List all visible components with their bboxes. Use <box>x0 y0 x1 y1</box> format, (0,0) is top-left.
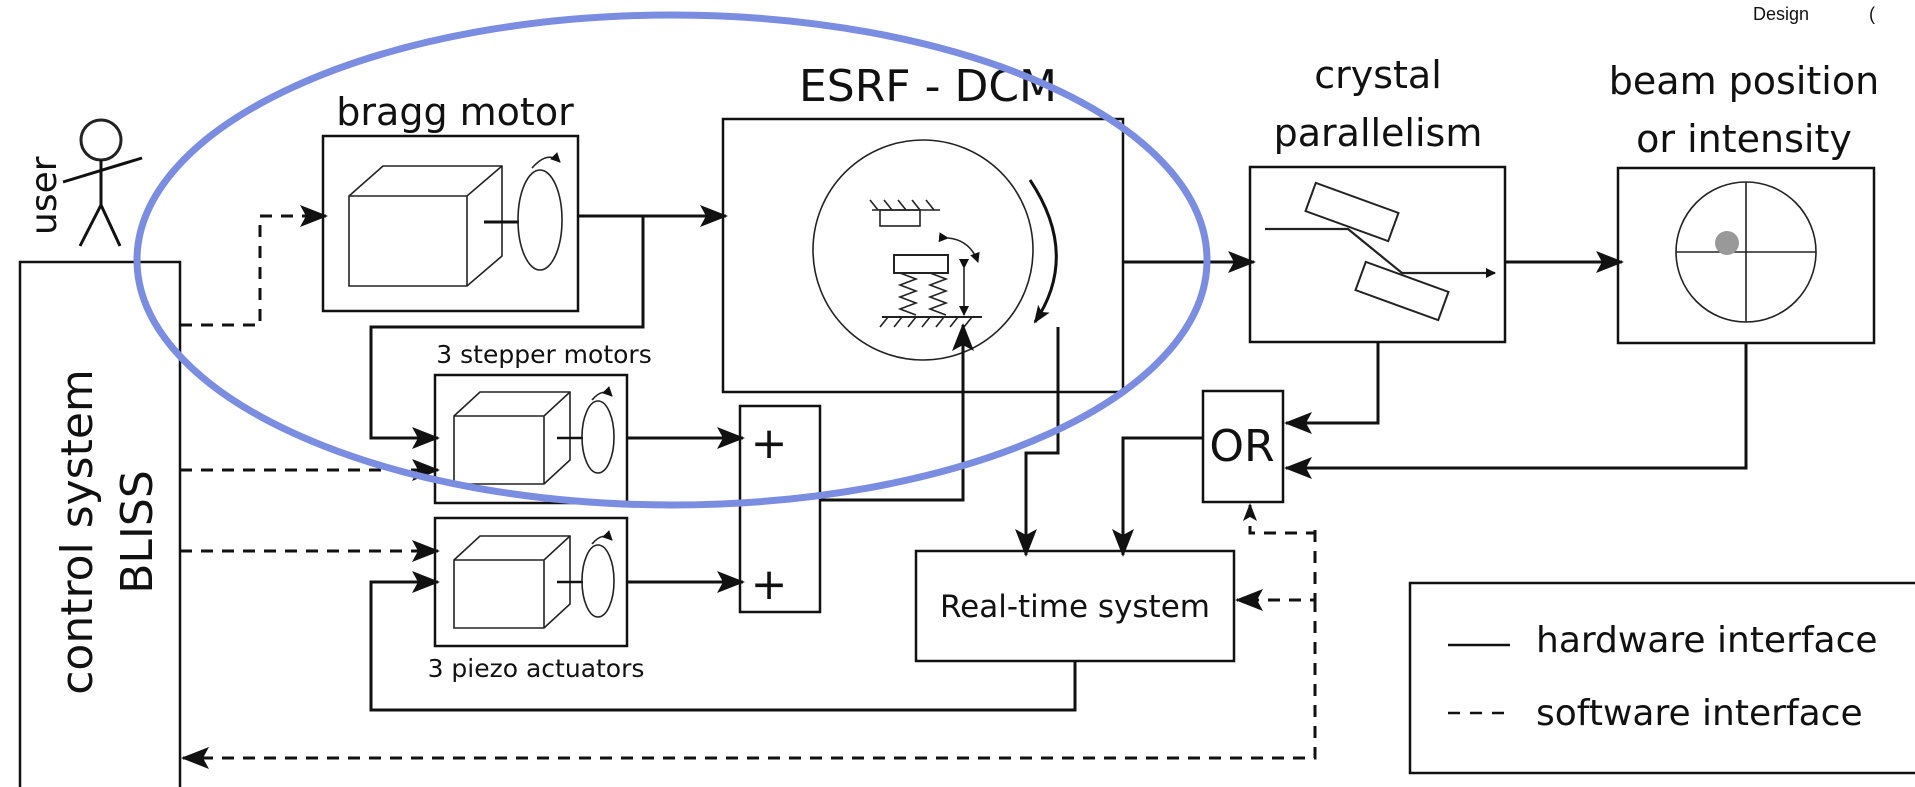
hardware-connections <box>369 205 1748 712</box>
parallel-crystals-icon <box>1265 181 1496 322</box>
crystal-parallelism-box <box>1248 165 1507 344</box>
legend-box <box>1408 581 1915 775</box>
legend-software-label: software interface <box>1536 693 1863 734</box>
sum-plus-top: + <box>751 418 788 469</box>
legend-hardware-label: hardware interface <box>1536 620 1878 661</box>
crystal-title-line1: crystal <box>1314 53 1442 97</box>
beam-target-icon <box>1675 181 1817 323</box>
piezo-actuators-label: 3 piezo actuators <box>428 654 645 683</box>
user-figure <box>62 118 143 247</box>
sum-plus-bottom: + <box>751 559 788 610</box>
control-system-box <box>18 260 182 787</box>
highlight-ellipse <box>133 11 1211 509</box>
nav-clipped-item[interactable]: ( <box>1869 4 1875 24</box>
control-system-label: control system <box>52 369 103 695</box>
user-label: user <box>24 156 65 235</box>
realtime-system-label: Real-time system <box>940 589 1210 625</box>
bragg-motor-icon <box>348 152 563 287</box>
sum-junction-box <box>738 404 822 614</box>
esrf-dcm-title: ESRF - DCM <box>799 61 1057 112</box>
crystal-title-line2: parallelism <box>1274 111 1483 155</box>
beam-title-line1: beam position <box>1609 59 1879 103</box>
bragg-motor-box <box>321 134 580 313</box>
stepper-motor-icon <box>453 386 615 485</box>
piezo-actuator-icon <box>453 530 615 629</box>
nav-design[interactable]: Design <box>1752 4 1809 24</box>
top-nav: Design ( <box>1753 4 1875 25</box>
beam-title-line2: or intensity <box>1636 117 1852 161</box>
bragg-motor-title: bragg motor <box>336 90 574 134</box>
stepper-motors-label: 3 stepper motors <box>436 340 651 369</box>
bliss-label: BLISS <box>112 470 163 594</box>
or-gate-label: OR <box>1209 421 1274 472</box>
realtime-system-box <box>914 549 1236 663</box>
dcm-crystal-icon <box>812 139 1058 361</box>
or-gate-box <box>1201 389 1285 504</box>
piezo-actuators-box <box>433 516 629 648</box>
